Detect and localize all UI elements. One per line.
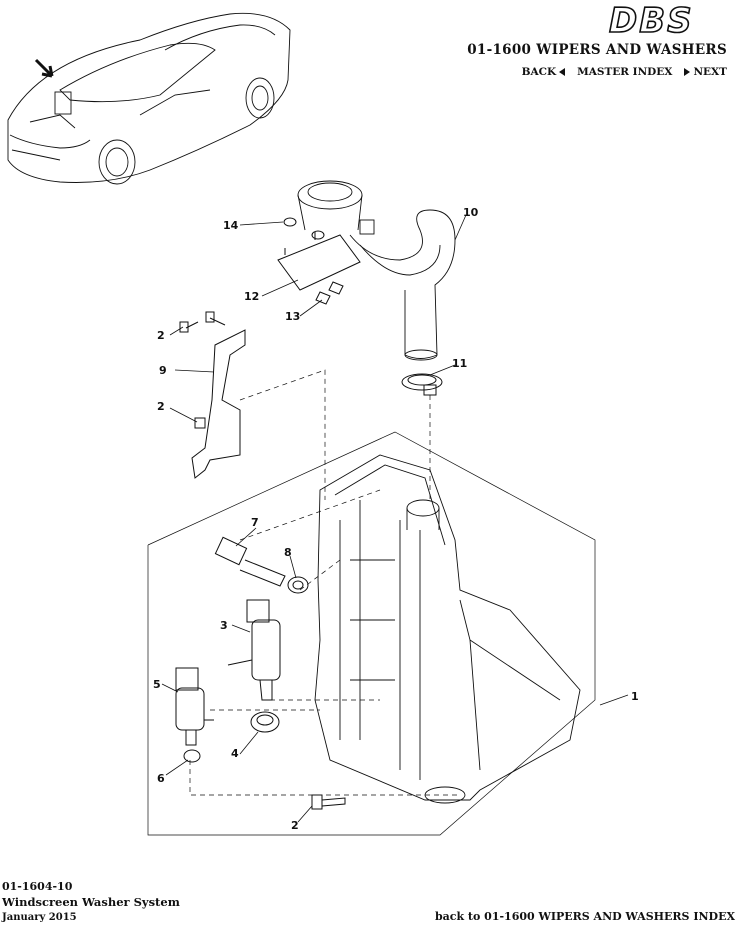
level-sensor xyxy=(214,536,309,594)
right-arrow-icon xyxy=(684,68,691,76)
document-code: 01-1604-10 xyxy=(2,880,73,893)
callout-6: 6 xyxy=(157,772,165,785)
section-title: 01-1600 WIPERS AND WASHERS xyxy=(467,42,727,58)
callout-7: 7 xyxy=(251,516,259,529)
mounting-plate xyxy=(277,217,361,305)
left-arrow-icon xyxy=(559,68,566,76)
callout-9: 9 xyxy=(159,364,167,377)
callout-12: 12 xyxy=(244,290,259,303)
assembly-frame xyxy=(147,431,596,836)
tank-bolt xyxy=(311,794,346,810)
dbs-logo: DBS xyxy=(608,2,694,40)
callout-2-upper: 2 xyxy=(157,329,165,342)
callout-3: 3 xyxy=(220,619,228,632)
callout-5: 5 xyxy=(153,678,161,691)
callout-2-middle: 2 xyxy=(157,400,165,413)
washer-pump xyxy=(227,599,281,733)
next-label: NEXT xyxy=(693,66,727,78)
filler-neck xyxy=(297,180,456,361)
navigation-bar: BACK MASTER INDEX NEXT xyxy=(522,66,727,78)
next-link[interactable]: NEXT xyxy=(684,66,727,78)
callout-1: 1 xyxy=(631,690,639,703)
car-thumbnail xyxy=(7,12,291,185)
master-index-link[interactable]: MASTER INDEX xyxy=(577,66,672,78)
callout-14: 14 xyxy=(223,219,239,232)
callout-8: 8 xyxy=(284,546,292,559)
back-to-index-link[interactable]: back to 01-1600 WIPERS AND WASHERS INDEX xyxy=(434,910,735,923)
document-name: Windscreen Washer System xyxy=(2,895,180,909)
callout-leaders xyxy=(161,214,629,823)
washer-reservoir xyxy=(314,454,581,804)
callout-10: 10 xyxy=(463,206,479,219)
master-index-label: MASTER INDEX xyxy=(577,66,673,78)
hose-clamp xyxy=(401,373,443,396)
leader-lines xyxy=(189,369,460,796)
logo-text: DBS xyxy=(609,2,694,40)
washer-pump-secondary xyxy=(175,667,214,763)
callout-2-lower: 2 xyxy=(291,819,299,832)
callout-4: 4 xyxy=(231,747,239,760)
back-link[interactable]: BACK xyxy=(522,66,566,78)
callout-13: 13 xyxy=(285,310,300,323)
bracket xyxy=(179,311,246,479)
callout-numbers: 1 2 2 2 3 4 5 6 7 8 9 10 11 12 13 14 xyxy=(153,206,639,832)
document-date: January 2015 xyxy=(2,912,77,923)
back-label: BACK xyxy=(521,66,557,78)
callout-11: 11 xyxy=(452,357,467,370)
